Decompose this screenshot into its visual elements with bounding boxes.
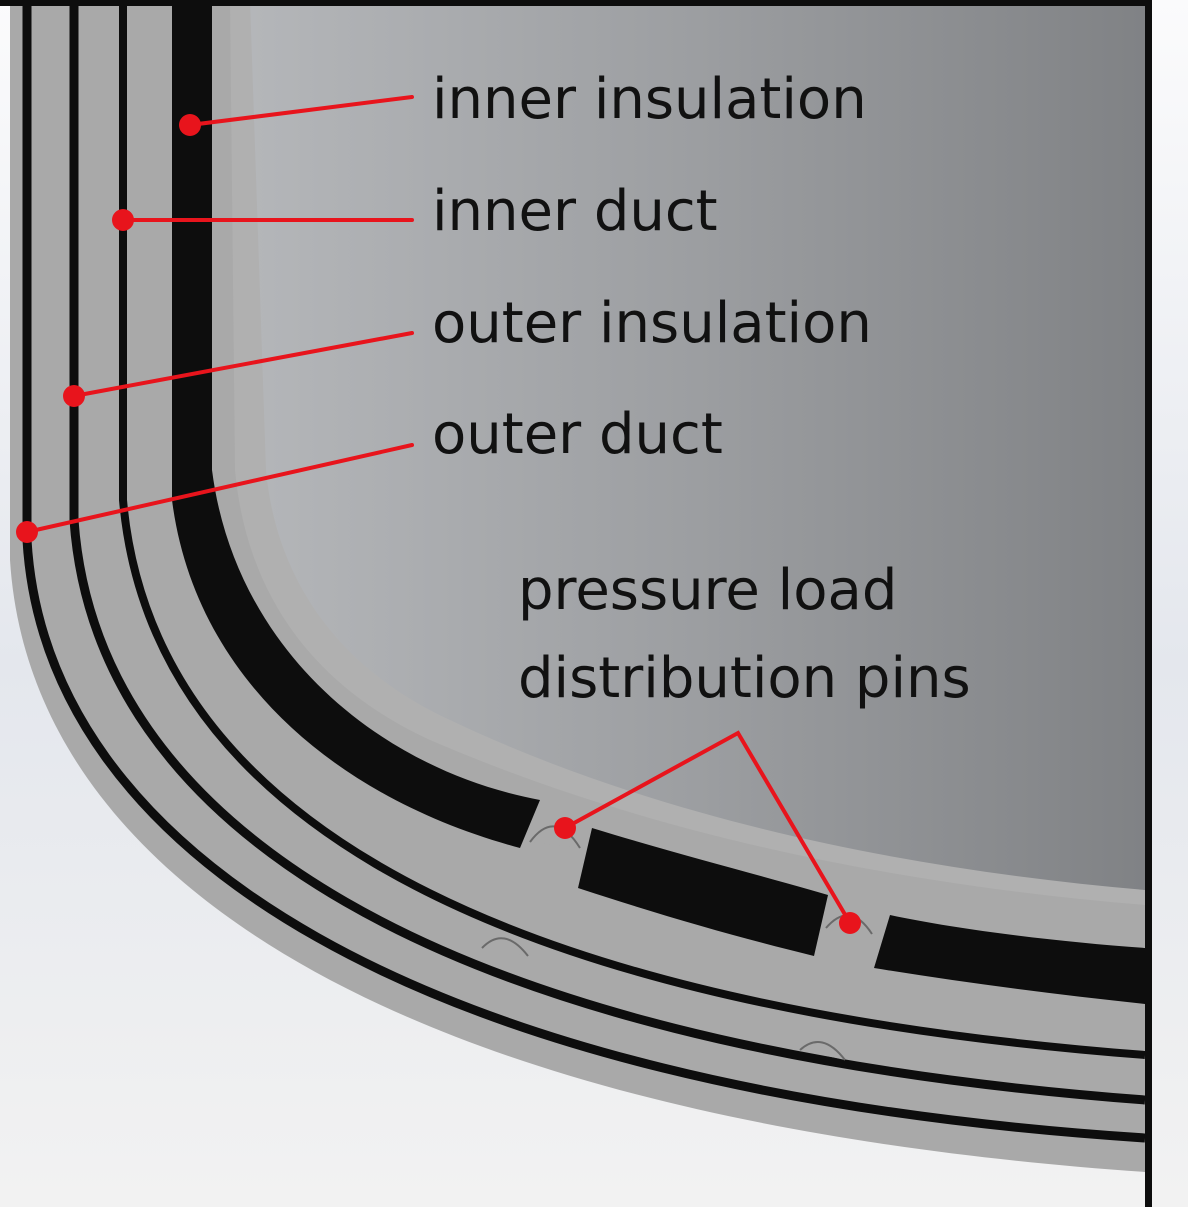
label-outer-insulation: outer insulation: [432, 291, 872, 356]
dot-inner-insulation: [179, 114, 201, 136]
inner-insulation-segment-2: [578, 828, 828, 956]
outer-duct-line-3: [119, 0, 1146, 1059]
frame-right-edge: [1145, 0, 1152, 1207]
outer-notches: [481, 937, 846, 1061]
annotation-dots: [16, 114, 861, 934]
dot-outer-duct: [16, 521, 38, 543]
leader-outer-duct: [25, 443, 414, 534]
inner-duct-interior: [250, 0, 1145, 890]
outer-duct-line-1: [22, 0, 1146, 1143]
inner-insulation-segment-3: [874, 915, 1145, 1004]
leader-outer-insulation: [72, 331, 414, 398]
dot-inner-duct: [112, 209, 134, 231]
inner-insulation-band: [172, 0, 540, 848]
label-pins-line1: pressure load: [518, 558, 897, 623]
leader-inner-insulation: [188, 95, 414, 127]
label-outer-duct: outer duct: [432, 402, 723, 467]
annotations: [25, 95, 852, 925]
label-pins-line2: distribution pins: [518, 646, 971, 711]
notch-1: [481, 937, 529, 957]
dot-pin-2: [839, 912, 861, 934]
notch-2: [799, 1041, 846, 1061]
dot-pin-1: [554, 817, 576, 839]
outer-duct-line-2: [69, 0, 1146, 1105]
outer-duct-layers: [22, 0, 1146, 1143]
frame-top-edge: [0, 0, 1152, 6]
leader-pins: [563, 730, 852, 925]
dot-outer-insulation: [63, 385, 85, 407]
label-inner-insulation: inner insulation: [432, 67, 867, 132]
label-inner-duct: inner duct: [432, 179, 718, 244]
